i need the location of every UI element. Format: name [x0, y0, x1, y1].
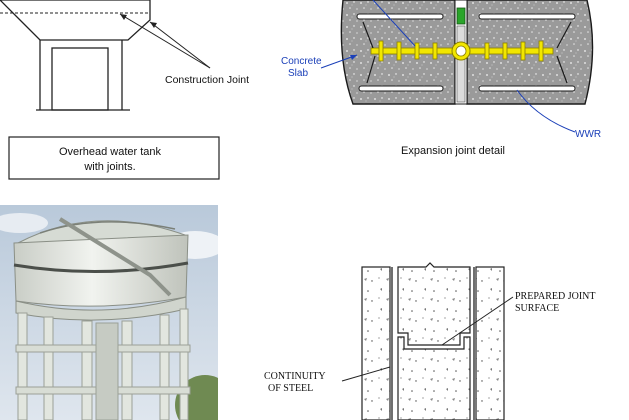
- steel-leader: [341, 366, 391, 382]
- water-tank-photo-svg: [0, 205, 218, 420]
- prepared-joint-label-line-2: SURFACE: [515, 303, 559, 314]
- wwr-bar-top-left: [356, 13, 444, 20]
- cloud: [0, 213, 48, 233]
- upper-pour: [397, 262, 471, 346]
- caption-line-1: Overhead water tank: [59, 146, 162, 158]
- construction-joint-section: PREPARED JOINT SURFACE CONTINUITY OF STE…: [222, 205, 629, 420]
- leader-arrowhead-lower: [150, 22, 157, 28]
- tank-elevation-svg: Construction Joint Overhead water tank w…: [0, 0, 249, 180]
- top-leader-line: [372, 0, 416, 47]
- joint-filler: [456, 25, 466, 103]
- wwr-leader-line: [516, 89, 576, 133]
- slab-leader-arrowhead: [350, 55, 357, 60]
- waterstop-bulb-hollow: [455, 45, 467, 57]
- wwr-label: WWR: [575, 129, 601, 140]
- support-columns: [17, 308, 189, 420]
- continuity-steel-label-line-1: CONTINUITY: [264, 371, 326, 382]
- wwr-bar-bottom-left: [358, 85, 444, 92]
- left-wall-section: [361, 266, 391, 420]
- wwr-bar-top-right: [478, 13, 576, 20]
- caption-line-2: with joints.: [83, 161, 135, 173]
- expansion-joint-svg: Concrete Slab WWR Expansion joint detail: [281, 0, 601, 157]
- tie-wires: [362, 21, 572, 84]
- waterstop-ribs: [378, 40, 544, 62]
- leader-arrowhead-upper: [120, 14, 127, 20]
- tank-elevation-diagram: Construction Joint Overhead water tank w…: [0, 0, 270, 190]
- wwr-bar-bottom-right: [478, 85, 576, 92]
- construction-joint-svg: PREPARED JOINT SURFACE CONTINUITY OF STE…: [264, 262, 595, 420]
- expansion-caption: Expansion joint detail: [401, 145, 505, 157]
- stair: [58, 217, 172, 297]
- tank-band: [13, 261, 189, 273]
- joint-leader-upper: [119, 13, 211, 69]
- central-shaft: [95, 322, 119, 420]
- joint-surface-leader: [441, 296, 514, 346]
- tank-bowl-outline: [0, 0, 151, 41]
- joint-sealant: [456, 7, 466, 25]
- caption-box: [8, 136, 220, 180]
- slab-label-line-1: Concrete: [281, 56, 322, 67]
- continuity-steel-label-line-2: OF STEEL: [268, 383, 313, 394]
- lower-pour: [397, 336, 471, 420]
- expansion-joint-detail: Concrete Slab WWR Expansion joint detail: [275, 0, 629, 190]
- slab-label-line-2: Slab: [288, 68, 308, 79]
- water-tank-photo: [0, 205, 218, 420]
- top-railing: [39, 221, 176, 234]
- construction-joint-label: Construction Joint: [165, 74, 249, 86]
- joint-leader-lower: [149, 21, 211, 69]
- right-wall-section: [475, 266, 505, 420]
- prepared-joint-label-line-1: PREPARED JOINT: [515, 291, 595, 302]
- shaft-opening: [51, 47, 109, 111]
